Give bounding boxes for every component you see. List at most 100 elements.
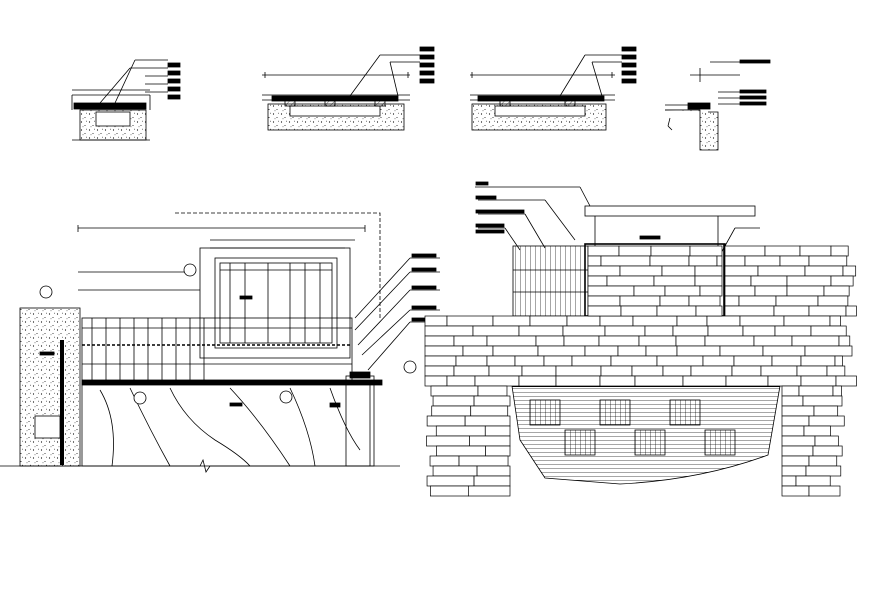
brick bbox=[587, 295, 621, 307]
brick bbox=[795, 475, 831, 487]
brick bbox=[469, 435, 511, 447]
brick bbox=[834, 355, 843, 367]
brick bbox=[659, 295, 690, 307]
brick bbox=[631, 365, 664, 377]
brick bbox=[458, 455, 509, 467]
brick bbox=[617, 345, 647, 357]
brick bbox=[689, 245, 723, 257]
brick bbox=[725, 375, 769, 387]
brick bbox=[781, 395, 804, 407]
brick bbox=[719, 345, 764, 357]
brick bbox=[771, 355, 802, 367]
brick bbox=[781, 385, 800, 397]
brick bbox=[810, 325, 847, 337]
brick bbox=[704, 335, 755, 347]
brick bbox=[431, 405, 472, 417]
brick bbox=[477, 385, 508, 397]
brick bbox=[750, 275, 788, 287]
brick bbox=[446, 315, 494, 327]
brick bbox=[661, 265, 696, 277]
brick bbox=[826, 365, 846, 377]
brick bbox=[571, 355, 612, 367]
brick bbox=[484, 425, 511, 437]
brick bbox=[699, 285, 723, 297]
brick bbox=[808, 485, 841, 497]
brick bbox=[754, 285, 788, 297]
brick bbox=[803, 425, 831, 437]
brick bbox=[676, 315, 708, 327]
brick bbox=[492, 345, 539, 357]
brick bbox=[656, 355, 704, 367]
brick bbox=[430, 385, 479, 397]
brick bbox=[632, 315, 678, 327]
brick bbox=[453, 365, 490, 377]
brick bbox=[760, 365, 798, 377]
brick bbox=[796, 365, 828, 377]
brick bbox=[604, 325, 646, 337]
brick bbox=[791, 335, 840, 347]
brick bbox=[537, 345, 586, 357]
brick bbox=[436, 445, 486, 457]
brick bbox=[518, 325, 564, 337]
brick bbox=[598, 335, 640, 347]
brick bbox=[543, 355, 573, 367]
brick bbox=[446, 375, 476, 387]
brick bbox=[744, 255, 781, 267]
brick bbox=[783, 315, 831, 327]
brick bbox=[555, 375, 601, 387]
brick bbox=[476, 465, 511, 477]
brick bbox=[731, 365, 762, 377]
brick bbox=[808, 255, 848, 267]
brick bbox=[814, 435, 839, 447]
brick bbox=[812, 445, 843, 457]
brick bbox=[455, 355, 488, 367]
brick bbox=[724, 275, 752, 287]
brick bbox=[742, 325, 776, 337]
brick bbox=[656, 305, 697, 317]
brick bbox=[764, 245, 801, 257]
brick bbox=[620, 305, 658, 317]
brick bbox=[800, 355, 836, 367]
brick bbox=[638, 335, 677, 347]
brick bbox=[835, 375, 857, 387]
brick bbox=[724, 245, 766, 257]
brick bbox=[424, 355, 457, 367]
brick bbox=[424, 375, 448, 387]
brick bbox=[716, 255, 723, 267]
detail-section-2 bbox=[262, 46, 435, 131]
brick bbox=[514, 355, 545, 367]
brick bbox=[518, 375, 557, 387]
brick bbox=[435, 425, 486, 437]
brick-wall-pattern bbox=[424, 245, 857, 497]
brick bbox=[682, 375, 727, 387]
brick bbox=[662, 365, 692, 377]
brick bbox=[485, 445, 511, 457]
brick bbox=[786, 285, 825, 297]
brick bbox=[808, 415, 845, 427]
brick bbox=[649, 255, 690, 267]
brick bbox=[753, 335, 793, 347]
brick bbox=[521, 365, 557, 377]
brick bbox=[739, 315, 785, 327]
brick bbox=[619, 295, 661, 307]
brick bbox=[606, 275, 655, 287]
brick bbox=[426, 435, 470, 447]
brick bbox=[424, 315, 448, 327]
brick bbox=[462, 345, 494, 357]
brick bbox=[464, 415, 511, 427]
brick bbox=[707, 325, 744, 337]
brick bbox=[432, 395, 475, 407]
brick bbox=[645, 345, 678, 357]
brick bbox=[724, 255, 746, 267]
brick bbox=[695, 305, 723, 317]
brick bbox=[633, 285, 666, 297]
brick bbox=[724, 265, 759, 277]
brick bbox=[830, 245, 849, 257]
brick bbox=[773, 305, 810, 317]
brick bbox=[424, 345, 464, 357]
brick bbox=[587, 275, 608, 287]
brick bbox=[832, 385, 842, 397]
brick bbox=[634, 375, 684, 387]
brick bbox=[599, 375, 636, 387]
brick bbox=[781, 445, 814, 457]
